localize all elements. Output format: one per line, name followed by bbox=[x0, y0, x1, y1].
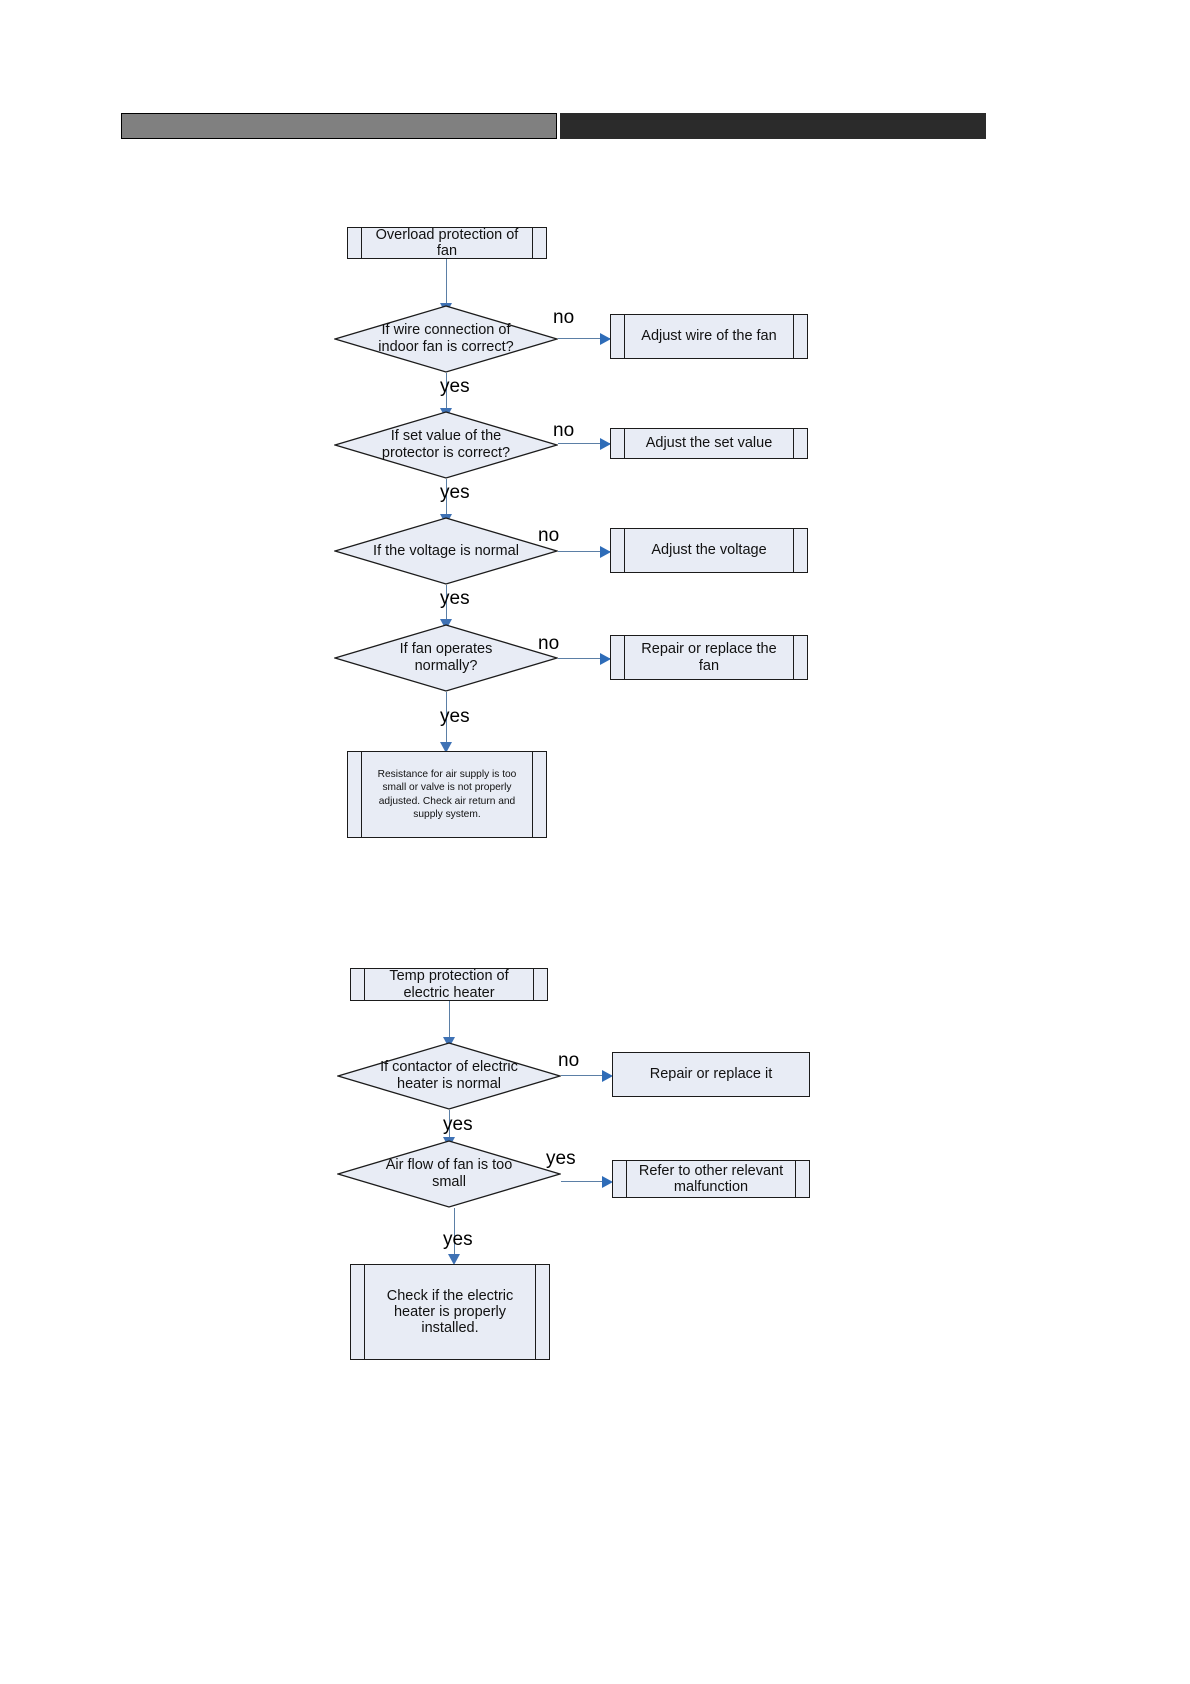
connector-d2-yes bbox=[446, 479, 448, 519]
node-adjust-voltage-label: Adjust the voltage bbox=[651, 542, 767, 559]
arrow-d4-yes bbox=[440, 742, 452, 753]
connector-start-d1 bbox=[446, 259, 448, 306]
node-adjust-set-value: Adjust the set value bbox=[610, 428, 808, 459]
arrow-d1-no bbox=[600, 333, 611, 345]
connector-heater-d2-yes bbox=[561, 1181, 611, 1183]
edge-label-no-2: no bbox=[553, 420, 575, 441]
connector-d3-yes bbox=[446, 585, 448, 623]
node-gutter-left bbox=[348, 752, 362, 837]
node-adjust-voltage: Adjust the voltage bbox=[610, 528, 808, 573]
edge-label-no-3: no bbox=[538, 525, 560, 546]
header-bar-right bbox=[560, 113, 986, 139]
node-fan-start-label: Overload protection of fan bbox=[375, 226, 519, 259]
connector-d2-no bbox=[558, 443, 610, 445]
node-decision-fan-operates-label: If fan operates normally? bbox=[399, 641, 493, 674]
node-gutter-left bbox=[611, 429, 625, 458]
arrow-heater-d1-no bbox=[602, 1070, 613, 1082]
node-decision-air-flow: Air flow of fan is too small bbox=[337, 1140, 561, 1208]
node-gutter-right bbox=[795, 1161, 809, 1197]
connector-d1-no bbox=[558, 338, 610, 340]
edge-label-no-4: no bbox=[538, 633, 560, 654]
node-gutter-right bbox=[793, 529, 807, 572]
header-decoration bbox=[121, 113, 986, 139]
node-decision-wire-connection: If wire connection of indoor fan is corr… bbox=[334, 305, 558, 373]
node-heater-conclusion: Check if the electric heater is properly… bbox=[350, 1264, 550, 1360]
arrow-d4-no bbox=[600, 653, 611, 665]
node-decision-set-value: If set value of the protector is correct… bbox=[334, 411, 558, 479]
arrow-heater-d2-yes bbox=[602, 1176, 613, 1188]
node-gutter-left bbox=[611, 315, 625, 358]
header-bar-left bbox=[121, 113, 557, 139]
node-adjust-set-value-label: Adjust the set value bbox=[645, 435, 773, 452]
node-decision-set-value-label: If set value of the protector is correct… bbox=[381, 428, 511, 461]
connector-heater-start-d1 bbox=[449, 1001, 451, 1041]
edge-label-yes-3: yes bbox=[440, 588, 470, 609]
node-gutter-right bbox=[532, 228, 546, 258]
node-gutter-left bbox=[611, 529, 625, 572]
edge-label-heater-yes-2: yes bbox=[546, 1148, 576, 1169]
connector-d1-yes bbox=[446, 373, 448, 413]
connector-d4-no bbox=[558, 658, 610, 660]
node-gutter-left bbox=[611, 636, 625, 679]
connector-heater-d2-end bbox=[454, 1208, 456, 1258]
node-heater-conclusion-label: Check if the electric heater is properly… bbox=[386, 1287, 514, 1337]
arrow-heater-d2-end bbox=[448, 1254, 460, 1265]
node-gutter-right bbox=[793, 636, 807, 679]
node-gutter-right bbox=[793, 429, 807, 458]
node-fan-start: Overload protection of fan bbox=[347, 227, 547, 259]
arrow-d3-no bbox=[600, 546, 611, 558]
edge-label-heater-yes-1: yes bbox=[443, 1114, 473, 1135]
edge-label-yes-1: yes bbox=[440, 376, 470, 397]
node-decision-fan-operates: If fan operates normally? bbox=[334, 624, 558, 692]
arrow-d2-no bbox=[600, 438, 611, 450]
node-decision-voltage: If the voltage is normal bbox=[334, 517, 558, 585]
node-gutter-right bbox=[533, 969, 547, 1000]
node-gutter-left bbox=[348, 228, 362, 258]
node-repair-replace-fan: Repair or replace the fan bbox=[610, 635, 808, 680]
node-repair-replace-it: Repair or replace it bbox=[612, 1052, 810, 1097]
node-gutter-right bbox=[535, 1265, 549, 1359]
edge-label-heater-yes-3: yes bbox=[443, 1229, 473, 1250]
node-heater-start: Temp protection of electric heater bbox=[350, 968, 548, 1001]
node-refer-other-malfunction: Refer to other relevant malfunction bbox=[612, 1160, 810, 1198]
node-repair-replace-fan-label: Repair or replace the fan bbox=[641, 641, 777, 674]
connector-d4-yes bbox=[446, 692, 448, 747]
connector-d3-no bbox=[558, 551, 610, 553]
node-decision-contactor: If contactor of electric heater is norma… bbox=[337, 1042, 561, 1110]
edge-label-yes-2: yes bbox=[440, 482, 470, 503]
node-fan-conclusion: Resistance for air supply is too small o… bbox=[347, 751, 547, 838]
node-gutter-left bbox=[613, 1161, 627, 1197]
connector-heater-d1-yes bbox=[449, 1110, 451, 1142]
node-fan-conclusion-label: Resistance for air supply is too small o… bbox=[377, 769, 517, 820]
node-decision-contactor-label: If contactor of electric heater is norma… bbox=[380, 1059, 518, 1092]
node-heater-start-label: Temp protection of electric heater bbox=[389, 968, 509, 1001]
node-decision-wire-connection-label: If wire connection of indoor fan is corr… bbox=[378, 322, 514, 355]
node-decision-voltage-label: If the voltage is normal bbox=[373, 542, 519, 559]
node-gutter-left bbox=[351, 969, 365, 1000]
node-refer-other-malfunction-label: Refer to other relevant malfunction bbox=[638, 1162, 784, 1195]
connector-heater-d1-no bbox=[561, 1075, 611, 1077]
node-gutter-right bbox=[532, 752, 546, 837]
node-adjust-wire: Adjust wire of the fan bbox=[610, 314, 808, 359]
node-gutter-left bbox=[351, 1265, 365, 1359]
node-gutter-right bbox=[793, 315, 807, 358]
edge-label-heater-no-1: no bbox=[558, 1050, 580, 1071]
node-decision-air-flow-label: Air flow of fan is too small bbox=[385, 1157, 513, 1190]
node-adjust-wire-label: Adjust wire of the fan bbox=[641, 328, 777, 345]
edge-label-no-1: no bbox=[553, 307, 575, 328]
edge-label-yes-4: yes bbox=[440, 706, 470, 727]
